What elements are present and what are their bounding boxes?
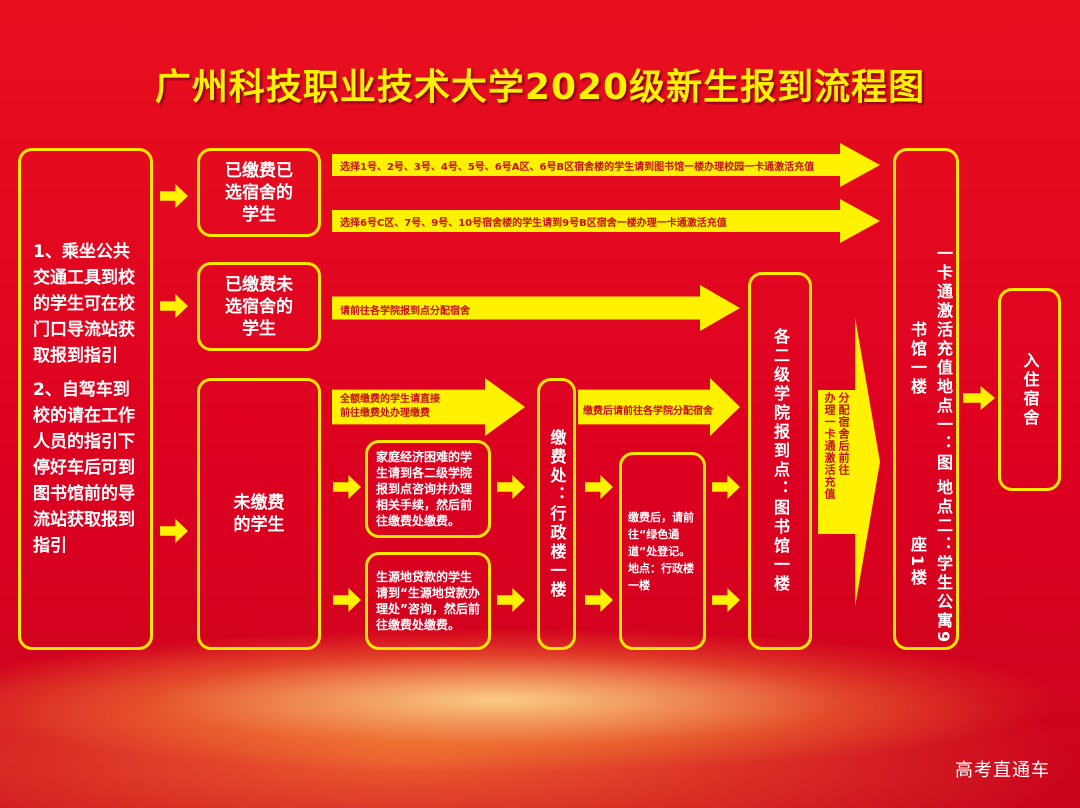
arrow-icon	[585, 475, 613, 499]
arrow-icon	[585, 588, 613, 612]
arrow-label: 全额缴费的学生请直接前往缴费处办理缴费	[340, 393, 440, 421]
payment-office-box: 缴费处：行政楼一楼	[537, 378, 576, 650]
card-location-box: 一卡通激活充值地点一：图书馆一楼地点二：学生公寓9座1楼	[893, 148, 959, 650]
arrow-label-line: 办理一卡通激活充值	[823, 392, 836, 500]
guide-self-drive: 2、自驾车到校的请在工作人员的指引下停好车后可到图书馆前的导流站获取报到指引	[33, 380, 135, 556]
arrow-label: 缴费后请前往各学院分配宿舍	[583, 406, 713, 417]
final-box: 入住宿舍	[998, 288, 1061, 491]
group-unpaid: 未缴费的学生	[197, 378, 321, 650]
page-title: 广州科技职业技术大学2020级新生报到流程图	[154, 67, 926, 108]
hardship-box: 家庭经济困难的学生请到各二级学院报到点咨询并办理相关手续，然后前往缴费处缴费。	[365, 440, 491, 538]
arrow-label: 请前往各学院报到点分配宿舍	[340, 306, 470, 317]
card-location-2: 地点二：学生公寓9座1楼	[908, 479, 953, 646]
arrow-icon	[160, 294, 188, 318]
arrow-label-line: 前往缴费处办理缴费	[340, 408, 430, 419]
loan-box: 生源地贷款的学生请到“生源地贷款办理处”咨询，然后前往缴费处缴费。	[365, 552, 491, 650]
arrow-label-line: 分配宿舍后前往	[837, 392, 850, 476]
green-channel-box: 缴费后，请前往“绿色通道”处登记。地点：行政楼一楼	[619, 452, 706, 650]
group-paid-selected: 已缴费已选宿舍的学生	[197, 148, 321, 237]
arrow-icon	[160, 519, 188, 543]
arrival-guide-box: 1、乘坐公共交通工具到校的学生可在校门口导流站获取报到指引 2、自驾车到校的请在…	[18, 148, 153, 650]
arrow-icon	[160, 184, 188, 208]
arrow-label: 选择6号C区、7号、9号、10号宿舍楼的学生请到9号B区宿舍一楼办理一卡通激活充…	[340, 218, 727, 229]
arrow-label-line: 全额缴费的学生请直接	[340, 394, 440, 405]
group-paid-unselected: 已缴费未选宿舍的学生	[197, 262, 321, 351]
arrow-icon	[497, 475, 525, 499]
arrow-label: 分配宿舍后前往办理一卡通激活充值	[822, 392, 850, 532]
card-location-1: 一卡通激活充值地点一：图书馆一楼	[908, 245, 953, 474]
arrow-icon	[333, 475, 361, 499]
arrow-icon	[963, 386, 995, 410]
arrow-icon	[712, 475, 740, 499]
arrow-icon	[333, 588, 361, 612]
arrow-icon	[712, 588, 740, 612]
arrow-label: 选择1号、2号、3号、4号、5号、6号A区、6号B区宿舍楼的学生请到图书馆一楼办…	[340, 162, 815, 173]
college-point-box: 各二级学院报到点：图书馆一楼	[748, 272, 812, 650]
guide-public-transport: 1、乘坐公共交通工具到校的学生可在校门口导流站获取报到指引	[33, 242, 135, 366]
watermark: 高考直通车	[955, 760, 1050, 781]
arrow-icon	[497, 588, 525, 612]
